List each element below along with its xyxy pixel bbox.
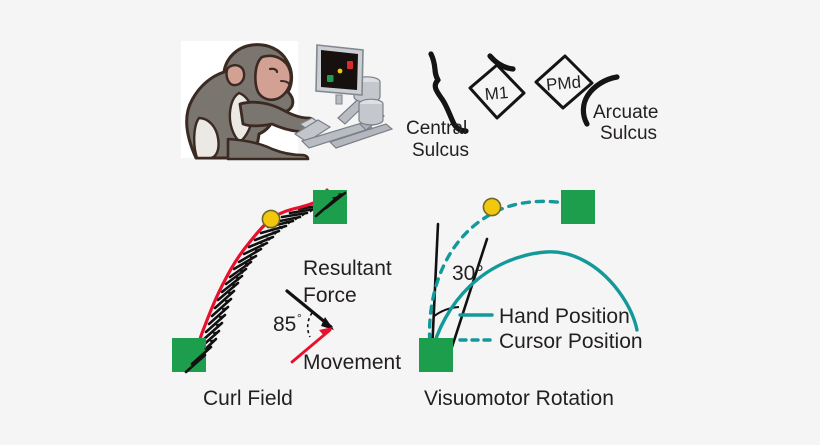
pmd-box — [534, 54, 594, 110]
curl-angle-unit: ° — [297, 311, 302, 325]
panel-visuomotor-rotation: 30° Hand Position Cursor Position Visuom… — [419, 190, 643, 410]
curl-angle-value: 85 — [273, 313, 296, 336]
monitor-goal-target — [347, 61, 353, 69]
force-arrow — [207, 305, 230, 326]
manipulandum-apparatus — [293, 44, 394, 149]
force-arrow — [259, 224, 288, 235]
monitor-cursor-dot — [337, 68, 343, 74]
monkey-muzzle — [280, 80, 290, 85]
rotation-angle-label: 30° — [452, 262, 484, 285]
legend-label-hand-position: Hand Position — [499, 305, 630, 328]
resultant-force-arrowhead — [321, 317, 334, 330]
motor-drum-lower — [358, 98, 384, 126]
force-arrow — [210, 297, 233, 318]
resultant-force-line2: Force — [303, 284, 357, 307]
monkey-belly-marking — [193, 116, 220, 160]
force-arrow — [242, 241, 269, 256]
monitor — [315, 44, 364, 105]
panel-apparatus — [181, 41, 394, 161]
central-sulcus-label: Central Sulcus — [406, 118, 469, 161]
apparatus-base — [328, 123, 394, 149]
visuomotor-cursor-dot — [482, 197, 502, 217]
panel-curl-field: 85 ° Resultant Force Movement Curl Field — [172, 188, 401, 410]
hand-reference-line — [450, 237, 489, 349]
hand-position-curve — [429, 250, 639, 357]
brain-area-pmd: PMd — [534, 54, 594, 110]
visuomotor-legend: Hand Position Cursor Position — [458, 305, 643, 353]
force-arrow — [253, 229, 281, 242]
visuomotor-goal-target — [561, 190, 595, 224]
force-arrow — [201, 321, 224, 342]
arcuate-sulcus-label-line2: Sulcus — [600, 123, 657, 144]
movement-label: Movement — [303, 351, 401, 374]
monitor-stand-neck — [335, 94, 343, 105]
rotation-angle-arc — [432, 306, 460, 318]
superior-sulcus-fragment — [487, 53, 516, 72]
monkey-leg — [226, 137, 310, 161]
curl-angle-arc — [306, 312, 313, 338]
resultant-force-vector — [285, 289, 334, 330]
monkey-face — [254, 54, 293, 102]
force-arrow — [232, 254, 258, 271]
resultant-force-line1: Resultant — [303, 257, 392, 280]
arcuate-sulcus-label: Arcuate Sulcus — [593, 102, 658, 144]
central-sulcus-line — [428, 51, 469, 134]
central-sulcus-label-line1: Central — [406, 118, 467, 139]
manipulandum-forearm-trough — [293, 119, 332, 143]
force-arrow — [280, 211, 309, 219]
cursor-reference-line — [430, 222, 440, 354]
force-arrow — [190, 345, 213, 366]
arcuate-sulcus-label-line1: Arcuate — [593, 102, 658, 123]
monkey-eye — [268, 67, 279, 74]
m1-box — [468, 63, 526, 120]
curl-angle-label: 85 ° — [273, 311, 302, 336]
force-field-arrows — [196, 203, 325, 358]
curl-field-title: Curl Field — [203, 387, 293, 410]
movement-arrowhead — [319, 327, 333, 336]
movement-vector — [290, 327, 333, 364]
visuomotor-title: Visuomotor Rotation — [424, 387, 614, 410]
resultant-force-label: Resultant Force — [303, 257, 392, 307]
panel-brain: M1 PMd Central Sulcus Arcuate Sulcus — [406, 51, 658, 161]
legend-item-cursor-position: Cursor Position — [458, 330, 643, 353]
legend-label-cursor-position: Cursor Position — [499, 330, 643, 353]
arcuate-sulcus-line — [580, 74, 620, 127]
force-arrow — [324, 191, 347, 210]
force-arrows-over-targets — [184, 191, 347, 374]
central-sulcus-label-line2: Sulcus — [412, 140, 469, 161]
cursor-position-curve — [427, 199, 572, 357]
m1-label: M1 — [484, 83, 509, 104]
pmd-label: PMd — [545, 73, 581, 95]
force-arrow — [247, 235, 275, 249]
brain-area-m1: M1 — [468, 63, 526, 120]
legend-item-hand-position: Hand Position — [458, 305, 630, 328]
monkey-ear — [225, 64, 246, 87]
force-arrow — [204, 313, 227, 334]
force-arrow — [237, 247, 263, 264]
visuomotor-start-target — [419, 338, 453, 372]
monitor-start-target — [327, 75, 334, 82]
curl-cursor-dot — [261, 209, 281, 229]
